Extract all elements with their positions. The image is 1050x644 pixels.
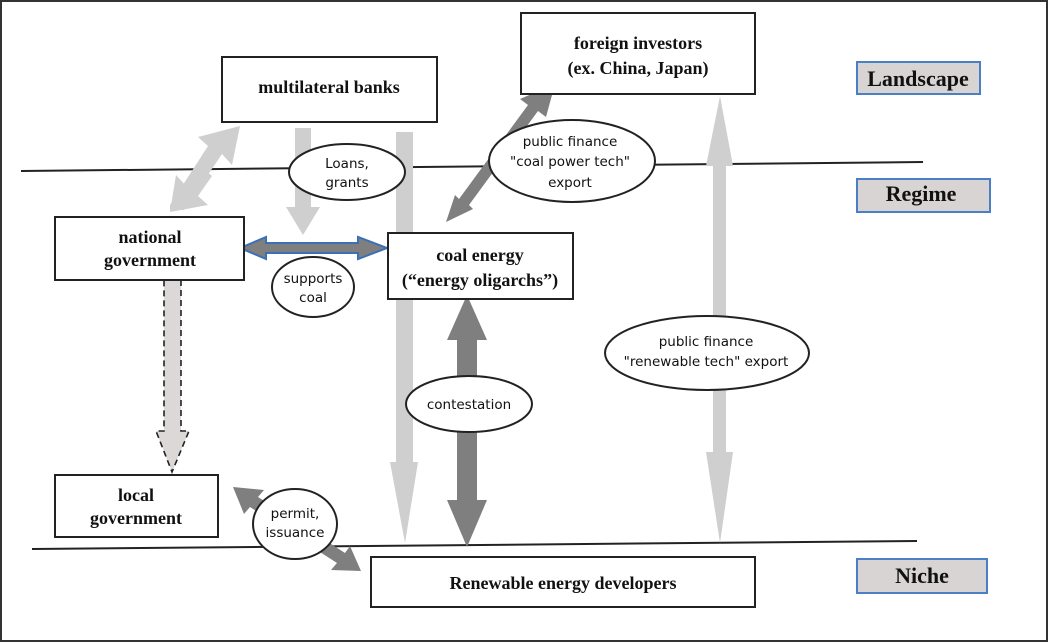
actor-label-line2: government [104,250,196,270]
actor-renewable-developers[interactable]: Renewable energy developers [370,556,756,608]
relation-renewable-export[interactable]: public finance "renewable tech" export [604,315,810,391]
relation-oval [604,315,810,391]
actor-label: multilateral banks [258,77,400,97]
relation-label-line1: Loans, [325,156,369,172]
relation-label-line3: export [548,175,592,191]
level-label-regime: Regime [856,178,991,213]
relation-label-line1: public finance [523,134,618,150]
level-label-landscape: Landscape [856,61,981,95]
actor-label: Renewable energy developers [450,573,677,593]
relation-oval [488,119,656,203]
relation-label-line2: grants [325,175,368,191]
actor-multilateral-banks[interactable]: multilateral banks [221,56,438,123]
relation-label-line1: supports [284,271,343,287]
actor-foreign-investors[interactable]: foreign investors (ex. China, Japan) [520,12,756,95]
relation-coal-export[interactable]: public finance "coal power tech" export [488,119,656,203]
landscape-regime-boundary [20,161,924,172]
actor-local-government[interactable]: local government [54,474,219,538]
actor-box [370,556,756,608]
relation-label-line1: permit, [271,506,320,522]
relation-contestation[interactable]: contestation [405,375,533,433]
relation-label-line1: public finance [659,334,754,350]
level-label-niche: Niche [856,558,988,594]
actor-label-line2: (“energy oligarchs”) [402,270,558,291]
relation-label-line2: "coal power tech" [510,154,630,170]
relation-oval [271,256,355,318]
actor-box [221,56,438,123]
relation-label: contestation [427,397,511,413]
arrow-shape [154,276,191,475]
actor-box [54,216,245,281]
actor-label-line1: local [118,485,154,505]
actor-label-line1: coal energy [436,245,523,265]
level-text: Landscape [867,66,969,91]
regime-niche-boundary [31,540,918,550]
arrow-national-local-dashed [154,276,191,475]
relation-oval [405,375,533,433]
actor-box [387,232,574,300]
arrow-banks-national-government [170,126,240,212]
relation-loans-grants[interactable]: Loans, grants [288,143,406,201]
relation-label-line2: issuance [266,525,325,541]
level-text: Regime [886,181,957,206]
actor-label-line2: (ex. China, Japan) [567,58,708,79]
arrow-shape [170,166,212,212]
relation-supports-coal[interactable]: supports coal [271,256,355,318]
level-box [856,178,991,213]
relation-oval [288,143,406,201]
actor-box [520,12,756,95]
actor-label-line2: government [90,508,182,528]
actor-box [54,474,219,538]
relation-permit-issuance[interactable]: permit, issuance [252,488,338,560]
relation-oval [252,488,338,560]
level-box [856,558,988,594]
level-box [856,61,981,95]
actor-label-line1: foreign investors [574,33,702,53]
actor-label-line1: national [118,227,181,247]
actor-national-government[interactable]: national government [54,216,245,281]
level-text: Niche [895,563,949,588]
relation-label-line2: coal [299,290,327,306]
actor-coal-energy[interactable]: coal energy (“energy oligarchs”) [387,232,574,300]
relation-label-line2: "renewable tech" export [624,354,789,370]
